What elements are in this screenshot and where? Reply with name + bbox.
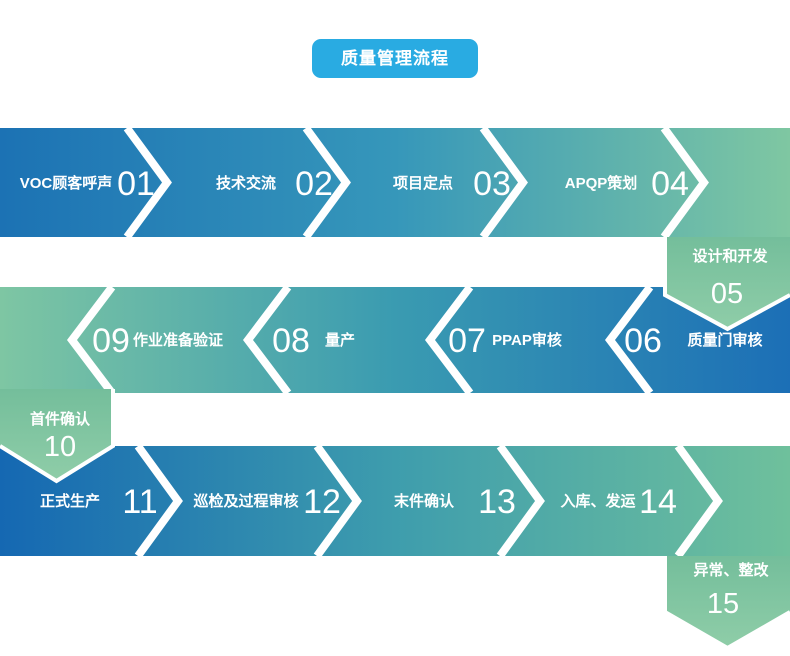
step-11-label: 正式生产 <box>40 492 100 510</box>
step-03-number: 03 <box>473 165 511 203</box>
step-15-shape <box>665 556 790 648</box>
step-04-label: APQP策划 <box>565 174 638 192</box>
step-07-number: 07 <box>448 322 486 360</box>
chevron-left-icon <box>242 287 292 393</box>
title-badge <box>312 39 478 78</box>
step-11-number: 11 <box>122 483 157 521</box>
step-10-label: 首件确认 <box>30 410 91 428</box>
step-06-number: 06 <box>624 322 662 360</box>
chevron-right-icon <box>479 128 528 237</box>
step-14-label: 入库、发运 <box>560 492 635 510</box>
chevron-right-icon <box>134 446 183 556</box>
page-title: 质量管理流程 <box>341 48 449 68</box>
step-01-number: 01 <box>117 165 155 203</box>
chevron-left-icon <box>424 287 474 393</box>
step-04-number: 04 <box>651 165 689 203</box>
chevron-right-icon <box>313 446 362 556</box>
row2-separators <box>66 287 654 393</box>
step-03-label: 项目定点 <box>393 174 453 192</box>
step-13-label: 末件确认 <box>394 492 455 510</box>
row3-band <box>0 446 790 556</box>
step-02-label: 技术交流 <box>216 174 276 192</box>
step-05-label: 设计和开发 <box>692 247 768 265</box>
chevron-right-icon <box>302 128 351 237</box>
step-09-label: 作业准备验证 <box>133 331 223 349</box>
step-09-number: 09 <box>92 322 130 360</box>
step-15-number: 15 <box>707 588 739 620</box>
row1-separators <box>123 128 709 237</box>
row1-band <box>0 128 790 237</box>
chevron-left-icon <box>604 287 654 393</box>
step-08-number: 08 <box>272 322 310 360</box>
step-05-shape <box>665 237 790 329</box>
step-15-outline <box>663 556 790 651</box>
step-05-number: 05 <box>711 278 743 310</box>
row3-separators <box>134 446 723 556</box>
step-10-shape <box>0 389 113 481</box>
step-15-label: 异常、整改 <box>693 561 769 579</box>
chevron-left-icon <box>66 287 116 393</box>
chevron-right-icon <box>496 446 545 556</box>
step-05-outline <box>663 237 790 332</box>
step-10-outline <box>0 389 115 484</box>
step-06-label: 质量门审核 <box>687 331 762 349</box>
chevron-right-icon <box>674 446 723 556</box>
chevron-right-icon <box>123 128 172 237</box>
chevron-right-icon <box>660 128 709 237</box>
step-01-label: VOC顾客呼声 <box>20 174 113 192</box>
step-12-label: 巡检及过程审核 <box>193 492 298 510</box>
step-12-number: 12 <box>303 483 341 521</box>
step-14-number: 14 <box>639 483 677 521</box>
step-08-label: 量产 <box>325 331 355 349</box>
step-10-number: 10 <box>44 431 76 463</box>
row2-band <box>0 287 790 393</box>
step-02-number: 02 <box>295 165 333 203</box>
step-13-number: 13 <box>478 483 516 521</box>
step-07-label: PPAP审核 <box>492 331 562 349</box>
